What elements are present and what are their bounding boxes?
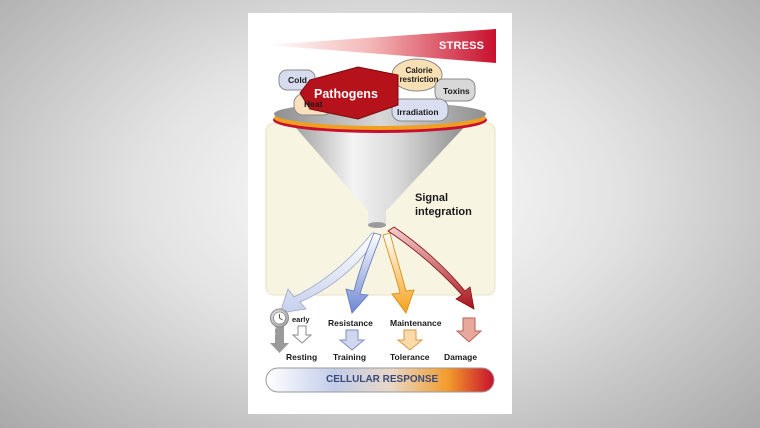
stress-wedge bbox=[266, 29, 496, 63]
funnel-spout bbox=[368, 222, 386, 228]
clock-hands bbox=[279, 314, 283, 321]
arrow-light-blue bbox=[279, 232, 380, 314]
damage-label: Damage bbox=[444, 352, 478, 362]
stress-response-diagram bbox=[265, 29, 496, 393]
irradiation-label: Irradiation bbox=[397, 107, 439, 117]
signal-integration-label: Signal integration bbox=[415, 192, 472, 218]
damage-arrow bbox=[455, 317, 483, 343]
maintenance-label: Maintenance bbox=[390, 318, 442, 328]
heat-label: Heat bbox=[304, 99, 323, 109]
cellular-response-label: CELLULAR RESPONSE bbox=[326, 374, 439, 385]
pathogens-hexagon bbox=[299, 66, 399, 120]
toxins-label: Toxins bbox=[443, 86, 470, 96]
stress-label: STRESS bbox=[439, 40, 485, 52]
late-arrow-head bbox=[270, 343, 289, 353]
clock-stem bbox=[275, 317, 284, 345]
calorie-restriction-label: Calorie restriction bbox=[399, 66, 439, 84]
arrow-blue bbox=[345, 232, 382, 314]
tolerance-arrow bbox=[396, 329, 424, 351]
late-label: late bbox=[269, 327, 276, 340]
training-arrow bbox=[338, 329, 366, 351]
pathogens-label: Pathogens bbox=[314, 87, 378, 101]
slide-card: STRESS Pathogens Cold Heat Calorie restr… bbox=[248, 13, 512, 414]
tolerance-label: Tolerance bbox=[390, 352, 430, 362]
resting-label: Resting bbox=[286, 352, 318, 362]
early-label: early bbox=[292, 315, 310, 324]
training-label: Training bbox=[333, 352, 367, 362]
toxins-bubble bbox=[434, 78, 476, 102]
arrow-orange bbox=[382, 232, 415, 314]
early-arrow bbox=[291, 325, 313, 344]
resistance-label: Resistance bbox=[328, 318, 373, 328]
cellular-response-bar bbox=[265, 367, 495, 393]
funnel-cone bbox=[290, 121, 470, 225]
arrow-red bbox=[387, 226, 475, 310]
cold-label: Cold bbox=[288, 75, 307, 85]
irradiation-bubble bbox=[391, 98, 449, 122]
